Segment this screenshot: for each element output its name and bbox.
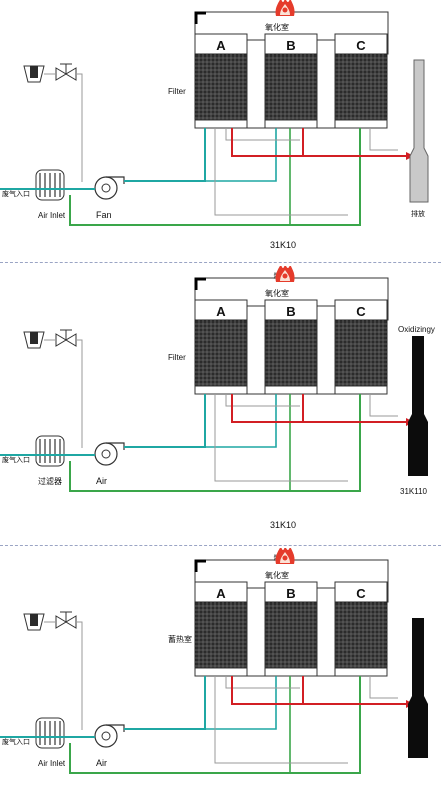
- stack-side-label: 31K110: [400, 487, 428, 496]
- inlet-label: Air Inlet: [38, 759, 66, 768]
- corner-mark: [194, 11, 206, 24]
- bypass-pipe-3: [369, 394, 398, 417]
- regenerator-bed-c: C: [334, 581, 388, 677]
- bypass-pipe-3: [369, 676, 398, 699]
- diagram-caption: 31K10: [270, 240, 296, 250]
- regenerator-bed-b: B: [264, 299, 318, 395]
- bed-gap: [246, 39, 266, 129]
- bypass-pipe: [214, 394, 348, 482]
- filter-label: 蓄热室: [168, 634, 192, 644]
- chamber-letter: A: [216, 304, 226, 319]
- inlet-damper: [23, 329, 83, 448]
- burner-icon: [275, 0, 295, 16]
- inlet-label: 过滤器: [38, 476, 62, 486]
- supply-pipe-b: [205, 676, 277, 730]
- regenerator-bed-a: A: [194, 33, 248, 129]
- inlet-left-label: 废气入口: [2, 737, 30, 746]
- regenerator-bed-c: C: [334, 299, 388, 395]
- chamber-letter: A: [216, 586, 226, 601]
- inlet-left-label: 废气入口: [2, 189, 30, 198]
- supply-pipe-a: [124, 394, 206, 448]
- bypass-pipe-2: [225, 128, 300, 141]
- fan-icon: [94, 442, 125, 466]
- exhaust-pipe: [231, 394, 412, 423]
- bed-gap: [316, 39, 336, 129]
- purge-pipe: [69, 676, 361, 774]
- chamber-letter: B: [286, 304, 295, 319]
- regenerator-bed-b: B: [264, 581, 318, 677]
- diagram-svg: 氧化室燃烧器ABCFilter废气入口过滤器AirOxidizingy31K11…: [0, 263, 435, 530]
- process-diagram-1: 氧化室 A B C Filter 废气入口 Air Inlet Fan 排放 31K10: [0, 0, 441, 262]
- bed-gap: [246, 587, 266, 677]
- inlet-left-label: 废气入口: [2, 455, 30, 464]
- bypass-pipe-3: [369, 128, 398, 151]
- supply-pipe-b: [205, 394, 277, 448]
- supply-pipe-a: [124, 128, 206, 182]
- chamber-letter: C: [356, 38, 366, 53]
- inlet-label: Air Inlet: [38, 211, 66, 220]
- bed-gap: [246, 305, 266, 395]
- bypass-pipe-2: [225, 394, 300, 407]
- fan-label: Fan: [96, 210, 112, 220]
- diagram-caption: 31K10: [270, 520, 296, 530]
- purge-pipe: [69, 128, 361, 226]
- burner-icon: [275, 545, 295, 564]
- regenerator-bed-a: A: [194, 581, 248, 677]
- purge-pipe: [69, 394, 361, 492]
- inlet-filter: [35, 717, 65, 749]
- supply-pipe-b: [205, 128, 277, 182]
- chamber-letter: C: [356, 586, 366, 601]
- fan-label: Air: [96, 476, 107, 486]
- divider: [0, 545, 441, 546]
- bed-gap: [316, 587, 336, 677]
- exhaust-stack: [408, 618, 428, 758]
- burner-icon: [275, 263, 295, 282]
- chamber-letter: A: [216, 38, 226, 53]
- inlet-damper: [23, 63, 83, 182]
- bypass-pipe: [214, 128, 348, 216]
- exhaust-stack: [409, 59, 429, 203]
- stack-top-label: Oxidizingy: [398, 325, 435, 334]
- chamber-label: 氧化室: [265, 570, 289, 580]
- exhaust-pipe: [231, 128, 412, 157]
- chamber-letter: C: [356, 304, 366, 319]
- fan-icon: [94, 176, 125, 200]
- corner-mark: [194, 559, 206, 572]
- filter-label: Filter: [168, 87, 186, 96]
- inlet-damper: [23, 611, 83, 730]
- bypass-pipe: [214, 676, 348, 764]
- supply-pipe-a: [124, 676, 206, 730]
- filter-label: Filter: [168, 353, 186, 362]
- regenerator-bed-c: C: [334, 33, 388, 129]
- diagram-svg: 氧化室 A B C Filter 废气入口 Air Inlet Fan 排放 31K10: [0, 0, 429, 250]
- stack-label: 排放: [411, 209, 425, 218]
- chamber-label: 氧化室: [265, 22, 289, 32]
- process-diagram-2: 氧化室燃烧器ABCFilter废气入口过滤器AirOxidizingy31K11…: [0, 263, 441, 542]
- corner-mark: [194, 277, 206, 290]
- regenerator-bed-b: B: [264, 33, 318, 129]
- fan-label: Air: [96, 758, 107, 768]
- bed-gap: [316, 305, 336, 395]
- exhaust-stack: [408, 336, 428, 476]
- regenerator-bed-a: A: [194, 299, 248, 395]
- bypass-pipe-2: [225, 676, 300, 689]
- chamber-letter: B: [286, 38, 295, 53]
- chamber-letter: B: [286, 586, 295, 601]
- chamber-label: 氧化室: [265, 288, 289, 298]
- inlet-filter: [35, 435, 65, 467]
- exhaust-pipe: [231, 676, 412, 705]
- fan-icon: [94, 724, 125, 748]
- divider: [0, 262, 441, 263]
- inlet-filter: [35, 169, 65, 201]
